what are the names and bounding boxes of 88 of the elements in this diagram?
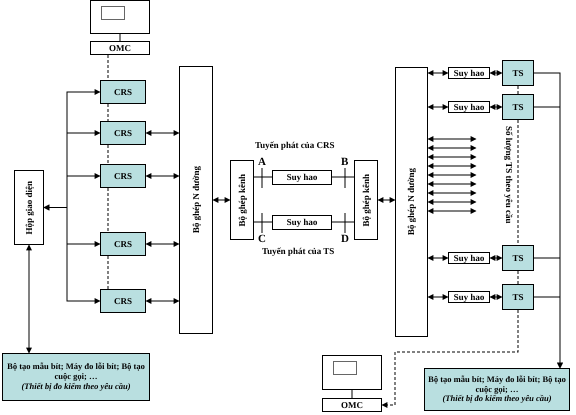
combiner-box [179,66,213,334]
note-text: Tuyến phát của TS [262,246,334,256]
arrow [427,255,449,261]
monitor-drawing [90,0,150,34]
arrow [427,181,477,187]
arrow [427,172,477,178]
note-text: A [258,156,266,168]
arrow [427,199,477,205]
node-label: Suy hao [286,172,318,183]
node-label: Suy hao [454,102,484,112]
arrow [427,145,477,151]
equipment-box [424,368,570,411]
arrow [145,173,180,179]
connector-line [332,176,354,178]
node-label: Bộ tạo mẫu bít; Máy đo lỗi bít; Bộ tạo cuộc gọi; … [6,362,146,382]
node-label: Bộ tạo mẫu bít; Máy đo lỗi bít; Bộ tạo cuộc gọi; … [427,374,567,394]
node-label: Bộ ghép kênh [236,174,248,226]
note-text: D [341,233,349,245]
node-label: Suy hao [454,292,484,302]
arrow [427,104,449,110]
station-box [502,245,534,271]
arrow [145,298,180,304]
node-label: CRS [114,238,132,250]
arrow [377,197,396,203]
station-box [100,232,146,256]
node-label: OMC [109,42,131,54]
node-label: CRS [114,128,132,138]
node-label: (Thiết bị đo kiểm theo yêu cầu) [441,394,553,404]
multiplexer-box [230,160,254,240]
node-label: (Thiết bị đo kiểm theo yêu cầu) [20,382,132,392]
attenuator-box [448,252,490,264]
arrow [489,104,503,110]
station-box [502,60,534,86]
arrow [145,241,180,247]
station-box [502,284,534,310]
connector-line [254,176,272,178]
arrow [145,130,180,136]
attenuator-box [272,170,332,185]
arrow [427,70,449,76]
node-label: Bộ ghép N đường [406,168,417,236]
multiplexer-box [354,160,378,240]
node-label: Bộ ghép N đường [190,166,202,234]
node-label: Suy hao [286,217,318,228]
arrow [26,244,32,354]
node-label: TS [512,252,524,264]
arrow [427,294,449,300]
node-label: Hộp giao diện [24,180,34,234]
arrow [534,296,563,369]
station-box [502,94,534,120]
arrow [427,190,477,196]
node-label: Bộ ghép kênh [360,174,372,226]
node-label: TS [512,292,524,302]
node-label: OMC [341,400,363,410]
node-label: TS [512,102,524,112]
note-text: B [341,156,348,168]
node-label: Suy hao [454,68,484,78]
arrow [489,70,503,76]
node-label: Suy hao [454,252,484,264]
node-label: CRS [114,170,132,182]
attenuator-box [448,291,490,303]
arrow [427,163,477,169]
process-box [322,398,382,412]
note-text: Tuyến phát của CRS [255,140,334,150]
arrow [212,197,231,203]
arrow [427,208,477,214]
interface-box [14,170,44,245]
process-box [90,41,150,55]
node-label: CRS [114,296,132,306]
arrow [489,294,503,300]
arrow [381,310,518,408]
attenuator-box [272,215,332,230]
station-box [100,164,146,188]
station-box [100,80,146,104]
node-label: CRS [114,86,132,98]
monitor-drawing [322,355,382,390]
station-box [100,121,146,145]
node-label: TS [512,68,524,78]
combiner-box [395,67,428,337]
station-box [100,289,146,313]
arrow [43,204,101,304]
note-text: C [258,233,266,245]
arrow [427,136,477,142]
attenuator-box [448,101,490,113]
arrow [489,255,503,261]
note-text: Số lượng TS theo yêu cầu [504,126,514,224]
arrow [427,154,477,160]
attenuator-box [448,67,490,79]
equipment-box [2,353,150,401]
